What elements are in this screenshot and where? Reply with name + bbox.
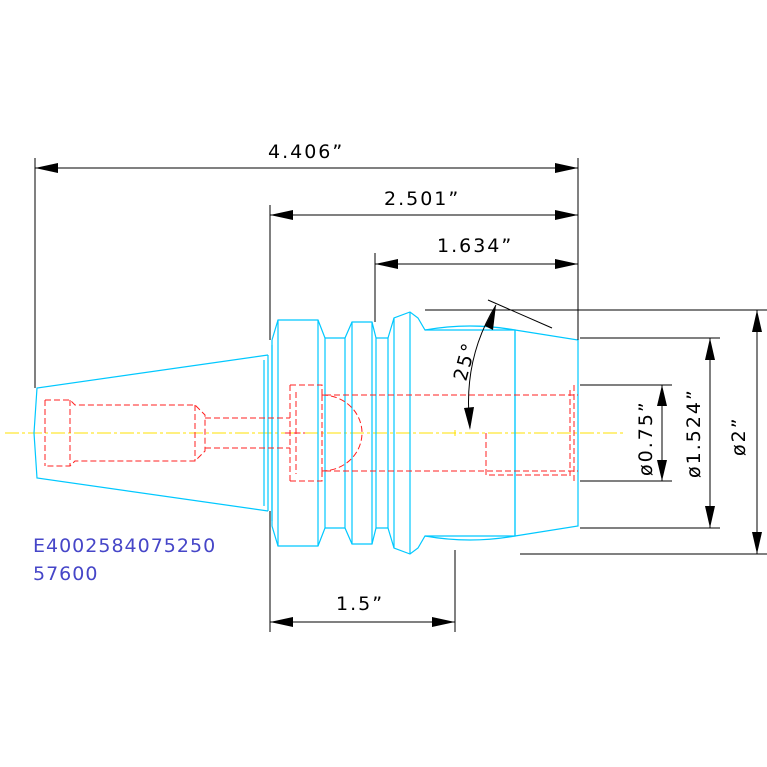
dimension-label-overall-length: 4.406” xyxy=(268,141,344,163)
flange-body-outline xyxy=(271,311,579,555)
dimension-bore-diameter: ø0.75” xyxy=(580,384,672,482)
part-number-line-1: E4002584075250 xyxy=(33,535,216,557)
dimension-label-flange-to-end: 2.501” xyxy=(384,188,460,210)
dimension-label-body-diameter: ø2” xyxy=(728,416,750,456)
part-number-line-2: 57600 xyxy=(33,563,98,585)
dimension-label-bore-diameter: ø0.75” xyxy=(635,400,657,476)
dimension-gauge-length: 1.5” xyxy=(269,511,456,632)
dimension-label-taper-angle: 25° xyxy=(450,339,482,383)
dimension-groove-to-end: 1.634” xyxy=(374,235,578,322)
hidden-lines xyxy=(44,384,578,482)
dimension-taper-angle: 25° xyxy=(450,299,553,430)
dimension-label-neck-diameter: ø1.524” xyxy=(683,388,705,478)
dimension-label-groove-to-end: 1.634” xyxy=(437,235,513,257)
dimension-neck-diameter: ø1.524” xyxy=(580,337,720,529)
dimension-flange-to-end: 2.501” xyxy=(269,188,578,340)
dimension-body-diameter: ø2” xyxy=(425,309,767,555)
dimension-label-gauge-length: 1.5” xyxy=(336,593,384,615)
